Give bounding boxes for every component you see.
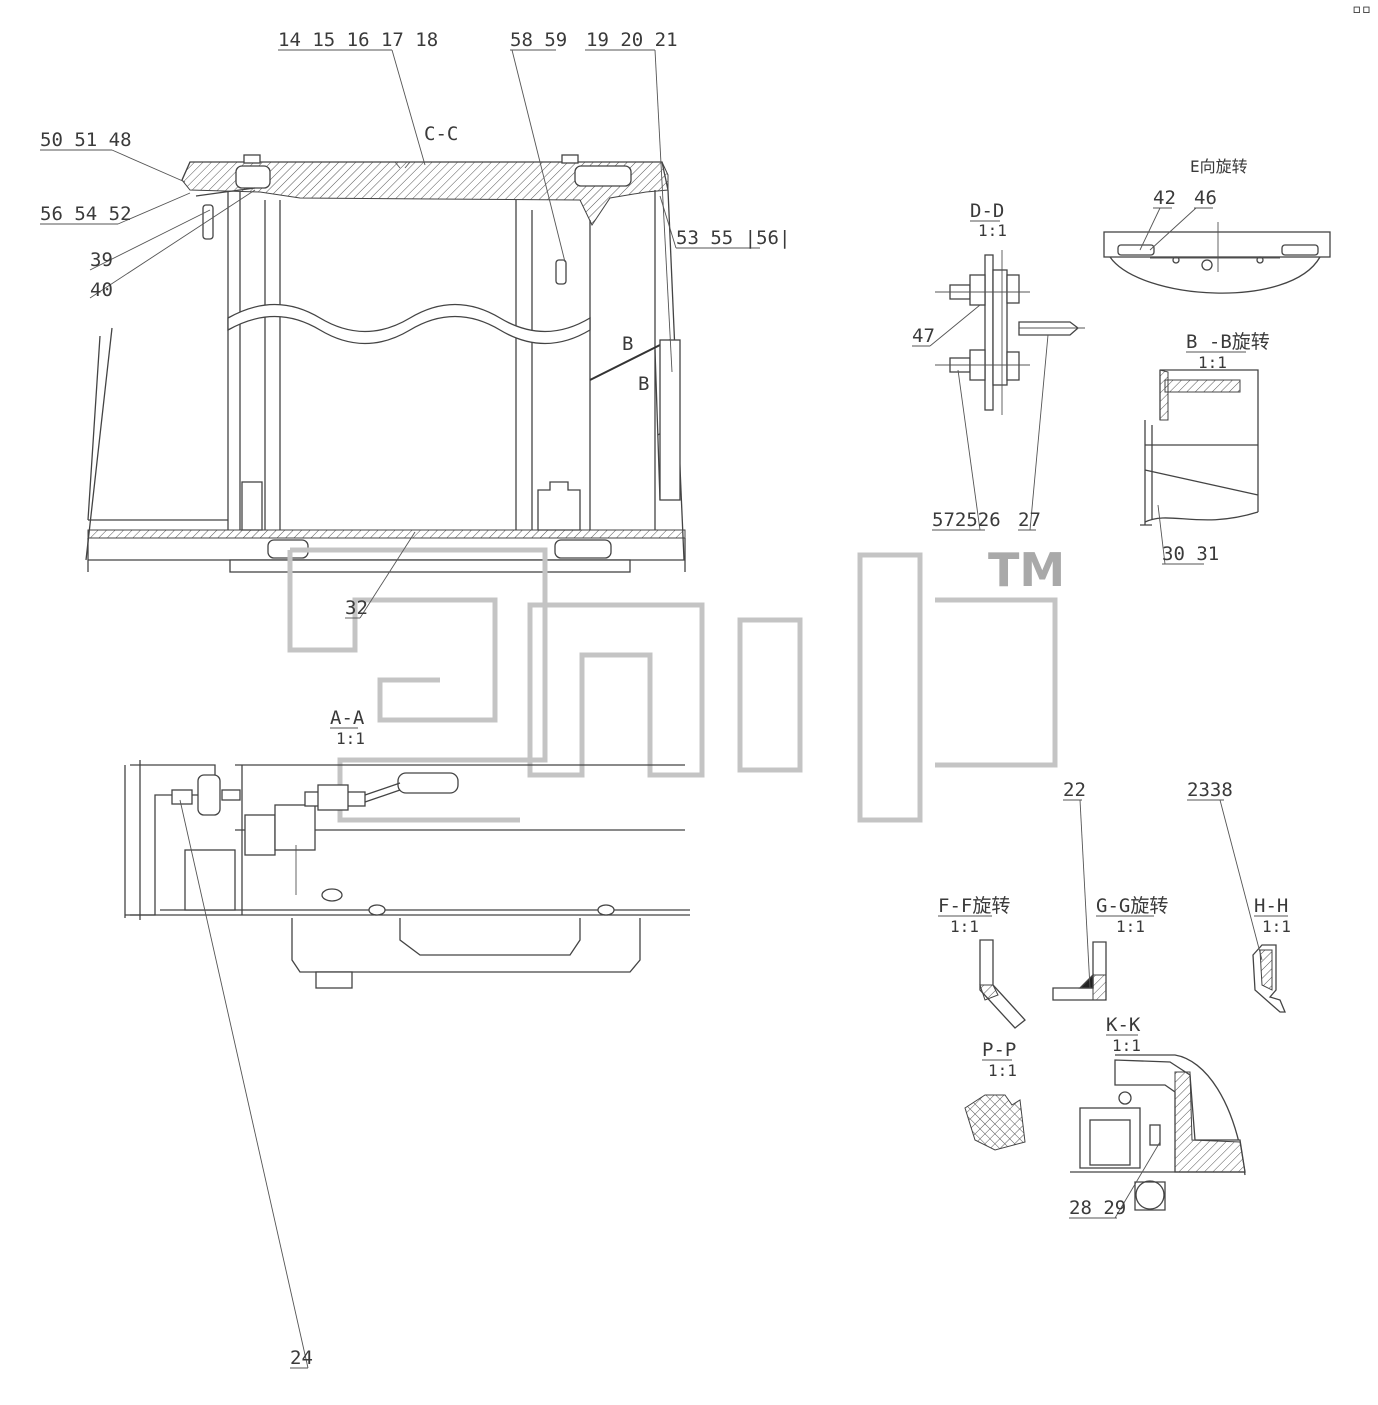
callout-27: 27 [1018,509,1041,531]
section-mark-b1: B [622,333,633,355]
view-kk-title: K-K [1106,1014,1141,1036]
view-pp-title: P-P [982,1039,1016,1061]
view-dd [935,250,1085,415]
callout-50-51-48: 50 51 48 [40,129,132,151]
watermark: TM [287,543,1065,823]
view-hh [1252,944,1286,1013]
title-underlines [330,220,1288,1061]
watermark-trademark: TM [988,543,1065,597]
section-mark-cc: C-C [424,123,458,145]
view-dd-scale: 1:1 [978,221,1007,240]
view-titles: D-D 1:1 E向旋转 B -B旋转 1:1 A-A 1:1 F-F旋转 1:… [330,157,1291,1080]
callout-572526: 572526 [932,509,1001,531]
callout-28-29: 28 29 [1069,1197,1126,1219]
section-marks: C-C B B [424,123,649,395]
view-aa-title: A-A [330,707,365,729]
callout-53-55-56: 53 55 |56| [676,227,790,249]
view-e-title: E向旋转 [1190,157,1248,176]
view-kk-scale: 1:1 [1112,1036,1141,1055]
callout-56-54-52: 56 54 52 [40,203,132,225]
leader-lines [40,49,1263,1369]
view-e [1103,222,1331,294]
callout-2338: 2338 [1187,779,1233,801]
roof-tube-left [235,165,271,189]
view-dd-title: D-D [970,200,1004,222]
view-pp [964,1094,1026,1151]
section-mark-b2: B [638,373,649,395]
view-hh-title: H-H [1254,895,1288,917]
view-bb-scale: 1:1 [1198,353,1227,372]
view-gg-title: G-G旋转 [1096,895,1168,917]
view-aa-scale: 1:1 [336,729,365,748]
callout-19-21: 19 20 21 [586,29,678,51]
callout-32: 32 [345,597,368,619]
view-ff-scale: 1:1 [950,917,979,936]
view-ff [979,939,1026,1029]
callout-30-31: 30 31 [1162,543,1219,565]
callout-42: 42 [1153,187,1176,209]
callout-46: 46 [1194,187,1217,209]
corner-mark: ▫▫ ▫▫▫ [1352,0,1378,18]
callout-24: 24 [290,1347,313,1369]
view-kk [1070,1054,1246,1211]
callout-22: 22 [1063,779,1086,801]
view-bb-title: B -B旋转 [1186,331,1270,353]
callout-58-59: 58 59 [510,29,567,51]
callout-47: 47 [912,325,935,347]
view-ff-title: F-F旋转 [938,895,1010,917]
view-aa [124,760,690,989]
callout-14-18: 14 15 16 17 18 [278,29,438,51]
view-gg-scale: 1:1 [1116,917,1145,936]
view-gg [1052,941,1107,1001]
view-pp-scale: 1:1 [988,1061,1017,1080]
roof-tube-right [574,165,632,187]
callouts: 14 15 16 17 18 58 59 19 20 21 50 51 48 5… [40,29,1233,1369]
view-bb [1140,369,1259,526]
callout-40: 40 [90,279,113,301]
view-hh-scale: 1:1 [1262,917,1291,936]
callout-39: 39 [90,249,113,271]
main-section-cc [85,154,686,573]
